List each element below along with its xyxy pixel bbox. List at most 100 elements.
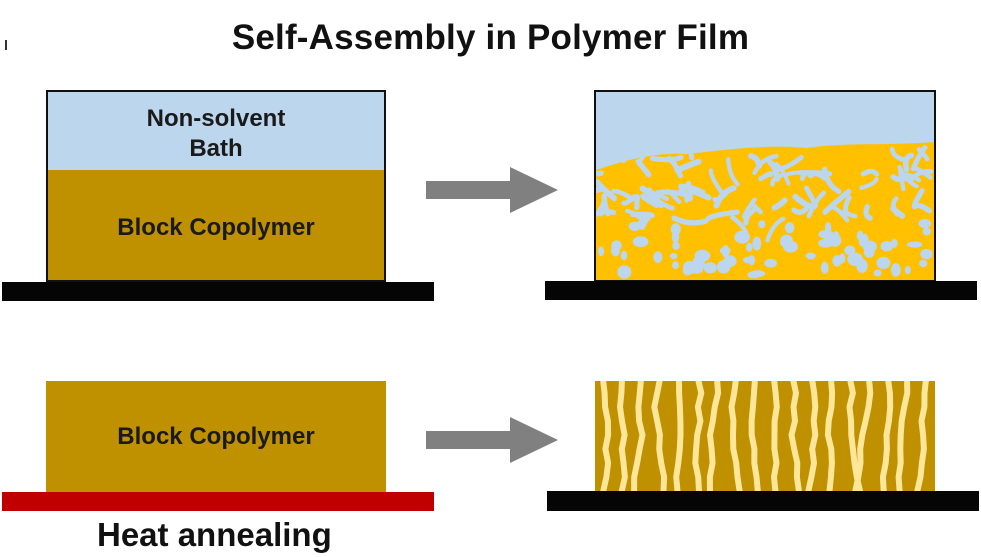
- edge-mark: [5, 40, 7, 50]
- porous-film-pattern: [596, 133, 934, 280]
- pore: [783, 240, 798, 253]
- pore: [617, 265, 632, 279]
- pore: [596, 196, 607, 218]
- lamella: [616, 381, 628, 492]
- pore: [758, 220, 766, 229]
- pore: [909, 169, 934, 182]
- lamella: [651, 381, 668, 492]
- pore: [910, 145, 928, 172]
- pore: [859, 176, 879, 190]
- pore: [792, 193, 817, 210]
- annealed-polymer-block: [46, 381, 386, 492]
- lamella: [770, 381, 780, 492]
- lamellar-film: [595, 381, 935, 492]
- pore: [632, 236, 649, 248]
- pore: [890, 174, 910, 183]
- bath-container: [46, 90, 386, 282]
- pore: [670, 223, 681, 236]
- pore: [640, 193, 660, 208]
- pore: [838, 209, 858, 219]
- pore: [748, 255, 756, 266]
- porous-film-container: [594, 90, 936, 282]
- pore: [694, 249, 711, 262]
- pore: [685, 185, 712, 201]
- pore: [907, 241, 923, 248]
- pore: [719, 246, 731, 255]
- pore: [598, 246, 605, 257]
- pore: [621, 194, 637, 206]
- pore: [647, 187, 675, 211]
- pore: [820, 261, 829, 274]
- lamella: [673, 381, 684, 492]
- pore: [890, 205, 906, 219]
- pore: [828, 204, 850, 223]
- lamella: [805, 381, 819, 492]
- pore: [832, 255, 842, 267]
- pore: [764, 258, 777, 268]
- pore: [634, 193, 640, 211]
- pore: [765, 216, 786, 243]
- bath-label-line1: Non-solvent: [146, 105, 286, 132]
- pore: [682, 267, 694, 275]
- pore: [618, 133, 628, 162]
- pore: [922, 227, 931, 236]
- pore: [686, 135, 695, 161]
- bottom-right-substrate: [547, 491, 979, 511]
- pore: [803, 185, 819, 208]
- pore: [743, 209, 751, 226]
- lamella: [852, 381, 874, 492]
- bath-label-line2: Bath: [189, 135, 243, 162]
- pore: [628, 221, 642, 231]
- pore: [672, 241, 680, 250]
- lamella: [600, 381, 612, 492]
- pore: [863, 204, 873, 221]
- pore: [844, 245, 856, 256]
- top-block-copolymer-label: Block Copolymer: [117, 214, 315, 241]
- bottom-block-copolymer-label: Block Copolymer: [117, 423, 315, 450]
- pore: [752, 236, 762, 251]
- pore: [730, 214, 750, 239]
- pore: [635, 158, 652, 178]
- diagram-title: Self-Assembly in Polymer Film: [231, 18, 750, 57]
- pore: [708, 168, 725, 195]
- pore: [911, 188, 925, 210]
- pore: [639, 214, 651, 230]
- pore: [771, 197, 788, 211]
- pore: [705, 209, 740, 222]
- top-right-substrate: [545, 281, 977, 300]
- pore: [669, 252, 678, 260]
- pore: [805, 252, 816, 260]
- lamella: [824, 381, 836, 492]
- pore: [860, 168, 880, 177]
- pore: [824, 222, 832, 235]
- pore: [703, 262, 717, 274]
- pore: [904, 265, 911, 275]
- pore: [918, 218, 932, 229]
- non-solvent-bath-label: Non-solvent Bath: [46, 104, 386, 164]
- pore: [861, 233, 869, 246]
- lamella: [631, 381, 646, 492]
- pore: [822, 188, 852, 215]
- pore: [713, 185, 737, 209]
- pore: [666, 155, 684, 179]
- pore: [784, 222, 795, 234]
- pore: [672, 261, 679, 269]
- pore: [902, 152, 915, 173]
- lamella: [692, 381, 705, 492]
- pore: [873, 269, 882, 277]
- pore: [798, 170, 833, 177]
- pore: [621, 138, 637, 163]
- pore: [596, 185, 606, 194]
- pore: [746, 242, 753, 252]
- lamella: [879, 381, 894, 492]
- lamella: [914, 381, 929, 492]
- pore: [818, 238, 834, 248]
- pore: [748, 153, 762, 169]
- heater-plate: [2, 492, 434, 511]
- pore: [653, 251, 663, 263]
- pore: [752, 153, 779, 175]
- pore: [889, 146, 908, 163]
- heat-annealing-label: Heat annealing: [97, 516, 332, 553]
- pore: [665, 188, 682, 205]
- pore: [791, 206, 809, 215]
